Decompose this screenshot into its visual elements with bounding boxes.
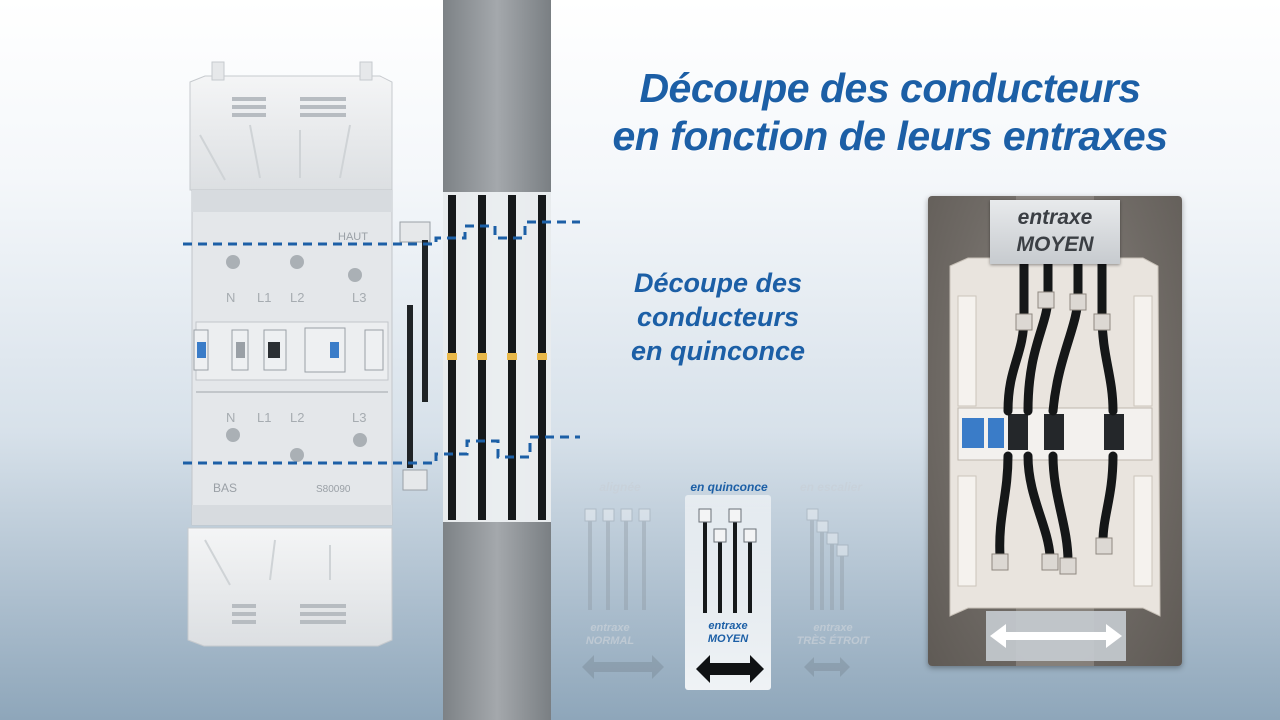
main-title: Découpe des conducteurs en fonction de l… — [560, 64, 1220, 160]
subtitle-line3: en quinconce — [630, 336, 806, 366]
option-caption-escalier: entraxe TRÈS ÉTROIT — [788, 622, 878, 648]
photo-label-line2: MOYEN — [1016, 233, 1094, 256]
option-caption-escalier-line1: entraxe — [813, 622, 853, 634]
phase-label-bottom-n: N — [226, 410, 235, 425]
column-cutout — [443, 192, 551, 522]
lug-bottom — [402, 469, 428, 491]
option-caption-quinconce-line1: entraxe — [708, 620, 748, 632]
photo-label: entraxe MOYEN — [990, 200, 1120, 264]
conductor-markers — [447, 353, 547, 360]
phase-label-bottom-l3: L3 — [352, 410, 366, 425]
phase-label-top-l3: L3 — [352, 290, 366, 305]
option-diagram-alignee — [582, 508, 664, 679]
panel-illustration: HAUT BAS S80090 N L1 L2 L3 N L1 L2 L3 — [183, 0, 580, 720]
subtitle-line1: Découpe des — [633, 268, 803, 298]
option-label-escalier: en escalier — [799, 480, 863, 494]
option-caption-quinconce: entraxe MOYEN — [683, 620, 773, 646]
phase-label-top-n: N — [226, 290, 235, 305]
panel-label-bottom: BAS — [213, 481, 237, 495]
subtitle-line2: conducteurs — [636, 302, 800, 332]
option-caption-escalier-line2: TRÈS ÉTROIT — [796, 635, 870, 647]
option-diagram-quinconce — [696, 508, 764, 683]
cut-lines — [183, 220, 580, 465]
phase-label-bottom-l1: L1 — [257, 410, 271, 425]
subtitle: Découpe des conducteurs en quinconce — [598, 266, 838, 368]
option-caption-alignee: entraxe NORMAL — [565, 622, 655, 648]
panel-label-ref: S80090 — [316, 484, 351, 495]
option-caption-quinconce-line2: MOYEN — [707, 633, 749, 645]
photo-label-line1: entraxe — [1017, 206, 1093, 229]
option-label-alignee: alignée — [599, 480, 641, 494]
phase-label-top-l1: L1 — [257, 290, 271, 305]
phase-label-bottom-l2: L2 — [290, 410, 304, 425]
option-label-quinconce: en quinconce — [690, 480, 768, 494]
lug-top — [399, 221, 431, 243]
panel-top-cover — [189, 61, 393, 191]
panel-label-top: HAUT — [338, 231, 368, 243]
main-title-line2: en fonction de leurs entraxes — [612, 113, 1168, 159]
option-highlight-box — [685, 495, 771, 690]
panel-body — [191, 189, 393, 526]
phase-label-top-l2: L2 — [290, 290, 304, 305]
option-caption-alignee-line1: entraxe — [590, 622, 630, 634]
option-diagram-escalier — [804, 508, 850, 677]
main-title-line1: Découpe des conducteurs — [639, 65, 1141, 111]
option-caption-alignee-line2: NORMAL — [585, 635, 635, 647]
photo-drawing — [949, 196, 1161, 666]
option-diagrams — [582, 508, 850, 683]
installation-photo: entraxe MOYEN — [928, 196, 1182, 666]
panel-bottom-cover — [187, 527, 393, 647]
